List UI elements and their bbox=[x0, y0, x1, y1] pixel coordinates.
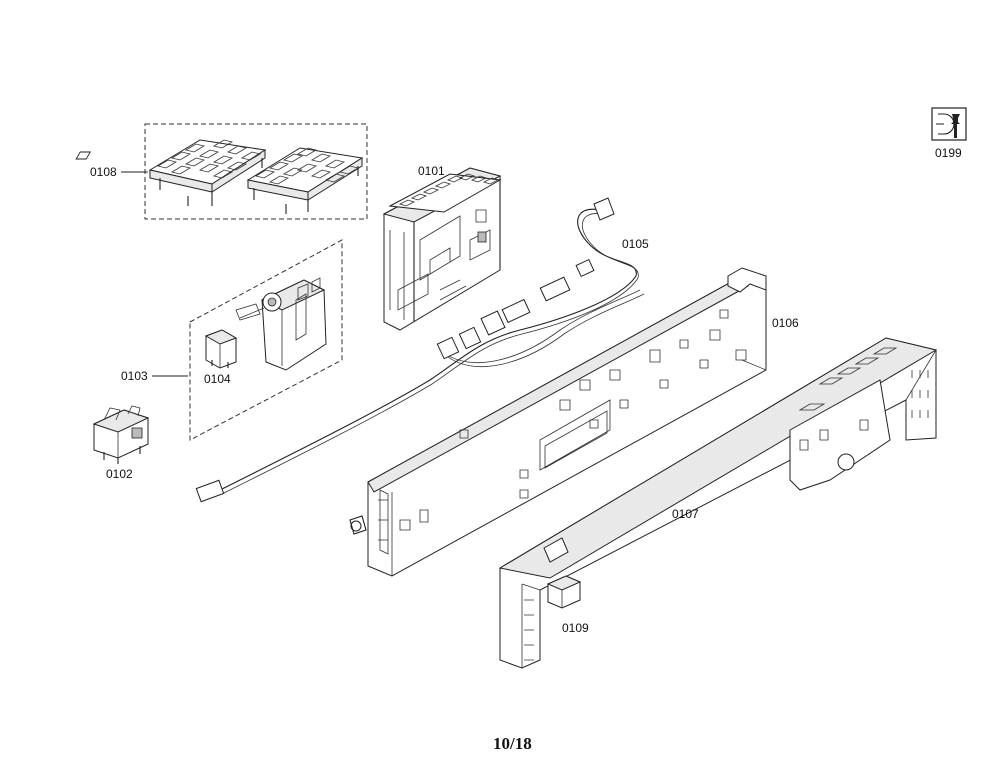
harness-connectors bbox=[195, 197, 615, 503]
part-0104-microswitch[interactable]: 0104 bbox=[204, 329, 238, 386]
part-0105-wiring-harness[interactable]: 0105 bbox=[195, 197, 649, 503]
label-0108: 0108 bbox=[90, 165, 117, 179]
part-0107-fascia-panel[interactable]: 0107 bbox=[498, 337, 938, 669]
part-0106-control-panel-frame[interactable]: 0106 bbox=[349, 267, 799, 577]
service-wrench-icon bbox=[931, 107, 967, 141]
label-0101: 0101 bbox=[418, 164, 445, 178]
part-0102-switch[interactable]: 0102 bbox=[92, 405, 150, 481]
part-0109-connector[interactable]: 0109 bbox=[546, 575, 589, 635]
button-set-right bbox=[246, 147, 364, 214]
part-0101-control-module[interactable]: 0101 bbox=[382, 164, 502, 331]
group-box-0103 bbox=[189, 239, 343, 441]
page-number: 10/18 bbox=[493, 734, 532, 753]
label-0107: 0107 bbox=[672, 507, 699, 521]
door-lock-body bbox=[235, 277, 327, 371]
label-0102: 0102 bbox=[106, 467, 133, 481]
part-0199-service-symbol[interactable]: 0199 bbox=[931, 107, 967, 160]
button-set-left bbox=[75, 139, 267, 206]
part-0103-door-lock-assembly[interactable]: 0103 bbox=[121, 239, 343, 441]
label-0104: 0104 bbox=[204, 372, 231, 386]
part-0108-button-sets[interactable]: 0108 bbox=[75, 123, 368, 220]
label-0199: 0199 bbox=[935, 146, 962, 160]
label-0105: 0105 bbox=[622, 237, 649, 251]
label-0109: 0109 bbox=[562, 621, 589, 635]
label-0106: 0106 bbox=[772, 316, 799, 330]
label-0103: 0103 bbox=[121, 369, 148, 383]
